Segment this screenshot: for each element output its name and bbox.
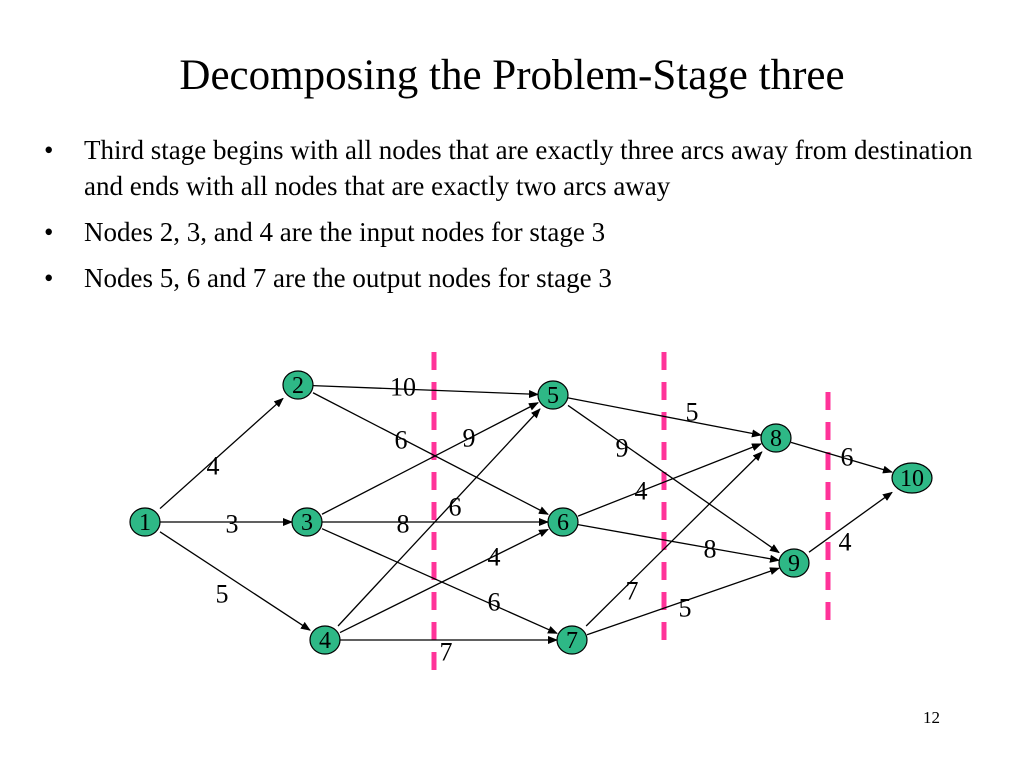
node-1: 1 xyxy=(129,507,161,537)
arc-1-2 xyxy=(159,397,284,510)
node-3: 3 xyxy=(291,507,323,537)
node-circle xyxy=(537,380,569,410)
arc-weight-label: 10 xyxy=(390,373,416,402)
node-circle xyxy=(891,462,933,494)
arc-7-9 xyxy=(586,567,780,636)
arc-weight-label: 5 xyxy=(679,594,692,623)
network-arcs xyxy=(159,384,893,644)
node-label: 7 xyxy=(566,628,578,654)
arc-weight-label: 8 xyxy=(397,510,410,539)
arc-7-8 xyxy=(585,451,763,627)
bullet-item: • Third stage begins with all nodes that… xyxy=(44,132,1004,204)
arc-weight-label: 5 xyxy=(216,580,229,609)
node-circle xyxy=(778,548,810,578)
node-label: 10 xyxy=(900,466,924,492)
arc-2-6 xyxy=(312,392,549,515)
arc-weight-label: 6 xyxy=(449,493,462,522)
bullet-item: • Nodes 2, 3, and 4 are the input nodes … xyxy=(44,214,1004,250)
node-circle xyxy=(556,625,588,655)
arc-weight-label: 4 xyxy=(839,528,852,557)
node-5: 5 xyxy=(537,380,569,410)
node-label: 5 xyxy=(547,383,559,409)
arc-weight-label: 9 xyxy=(616,434,629,463)
arc-4-5 xyxy=(337,408,541,627)
node-label: 9 xyxy=(788,551,800,577)
arc-weight-label: 5 xyxy=(686,398,699,427)
node-circle xyxy=(760,423,792,453)
node-label: 2 xyxy=(292,373,304,399)
arc-1-4 xyxy=(159,531,311,631)
bullet-item: • Nodes 5, 6 and 7 are the output nodes … xyxy=(44,260,1004,296)
arc-weight-label: 7 xyxy=(626,577,639,606)
arc-3-7 xyxy=(321,528,558,634)
node-circle xyxy=(291,507,323,537)
bullet-icon: • xyxy=(44,217,54,247)
arc-8-10 xyxy=(790,441,893,474)
arc-weight-label: 7 xyxy=(440,638,453,667)
arc-3-5 xyxy=(321,402,539,515)
arc-9-10 xyxy=(808,491,893,553)
node-4: 4 xyxy=(309,625,341,655)
node-9: 9 xyxy=(778,548,810,578)
arc-weight-label: 6 xyxy=(841,443,854,472)
arc-weight-label: 4 xyxy=(488,543,501,572)
bullet-text: Nodes 5, 6 and 7 are the output nodes fo… xyxy=(84,263,612,293)
page-number: 12 xyxy=(923,708,940,727)
slide-title: Decomposing the Problem-Stage three xyxy=(179,52,845,99)
arc-weight-label: 9 xyxy=(463,424,476,453)
arc-4-6 xyxy=(339,528,549,634)
node-circle xyxy=(309,625,341,655)
bullet-icon: • xyxy=(44,263,54,293)
arc-6-8 xyxy=(577,443,762,517)
bullet-list: • Third stage begins with all nodes that… xyxy=(44,132,1004,306)
node-circle xyxy=(129,507,161,537)
arc-2-5 xyxy=(312,384,539,399)
node-circle xyxy=(547,507,579,537)
arc-weight-label: 8 xyxy=(704,535,717,564)
arc-weight-label: 3 xyxy=(226,510,239,539)
arc-weight-label: 4 xyxy=(207,452,220,481)
node-6: 6 xyxy=(547,507,579,537)
node-label: 8 xyxy=(770,426,782,452)
node-label: 1 xyxy=(139,510,151,536)
node-2: 2 xyxy=(282,370,314,400)
bullet-text: Nodes 2, 3, and 4 are the input nodes fo… xyxy=(84,217,606,247)
arc-weight-label: 6 xyxy=(395,426,408,455)
node-label: 3 xyxy=(301,510,313,536)
arc-weight-label: 4 xyxy=(635,477,648,506)
node-7: 7 xyxy=(556,625,588,655)
stage-separators xyxy=(431,352,831,672)
node-8: 8 xyxy=(760,423,792,453)
node-label: 4 xyxy=(319,628,331,654)
arc-5-8 xyxy=(567,397,762,438)
node-circle xyxy=(282,370,314,400)
arc-weight-label: 6 xyxy=(488,588,501,617)
arc-6-9 xyxy=(577,524,780,563)
node-10: 10 xyxy=(891,462,933,494)
bullet-text: Third stage begins with all nodes that a… xyxy=(84,135,973,201)
bullet-icon: • xyxy=(44,135,54,165)
node-label: 6 xyxy=(557,510,569,536)
